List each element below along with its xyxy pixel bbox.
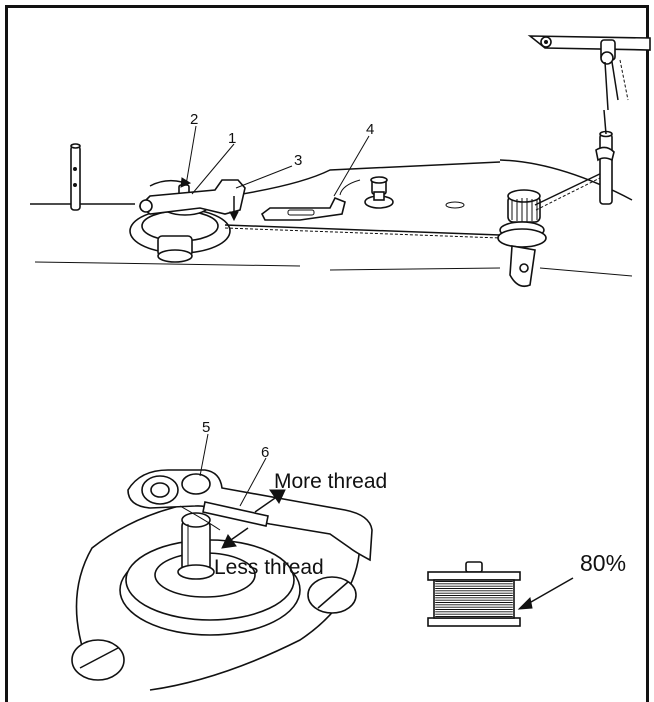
winder-detail: 5 6 More thread Less thread (71, 419, 387, 691)
bobbin-top-flange (427, 571, 521, 581)
tension-assembly (497, 189, 547, 288)
less-thread-arrow (221, 527, 249, 549)
callout-1: 1 (228, 130, 236, 147)
rotation-arrow (149, 179, 183, 187)
bobbin-hub (465, 561, 483, 573)
leader-2 (185, 125, 197, 186)
table-front-edge-2 (329, 267, 501, 271)
less-thread-label: Less thread (214, 556, 324, 579)
plate-hole (445, 201, 465, 209)
thread-line-2 (534, 169, 609, 206)
fill-level-label: 80% (580, 550, 626, 576)
bobbin-core (433, 579, 515, 619)
thread-pin-left (70, 143, 81, 211)
thread-line-1 (224, 224, 501, 236)
leader-3 (235, 165, 293, 189)
table-front-edge-3 (539, 267, 633, 277)
bobbin-winder (129, 177, 246, 263)
more-thread-arrow (254, 489, 286, 513)
thread-guide-plate (260, 179, 361, 221)
bobbin-fill-diagram: 80% (427, 550, 626, 627)
leader-4 (333, 135, 370, 197)
screw-post (364, 176, 394, 209)
screw-right (307, 576, 357, 614)
callout-6: 6 (261, 444, 269, 461)
figure-frame (5, 5, 649, 702)
callout-4: 4 (366, 121, 374, 138)
callout-3: 3 (294, 152, 302, 169)
table-back-edge-right (499, 159, 633, 201)
spindle (177, 512, 215, 580)
adjust-slot (202, 501, 269, 527)
callout-2: 2 (190, 111, 198, 128)
thread-stand (527, 35, 651, 205)
table-back-edge (229, 161, 501, 197)
bobbin-bottom-flange (427, 617, 521, 627)
table-front-edge (34, 261, 301, 267)
leader-5 (199, 433, 209, 477)
more-thread-label: More thread (274, 470, 387, 493)
leader-6 (239, 457, 267, 507)
top-illustration: 2 1 3 4 (30, 35, 651, 288)
bobbin-thread-windings (435, 581, 513, 617)
fill-pointer-arrow (523, 577, 574, 607)
leader-1 (191, 143, 235, 195)
callout-5: 5 (202, 419, 210, 436)
winder-lever (127, 469, 373, 562)
screw-left (71, 639, 125, 681)
